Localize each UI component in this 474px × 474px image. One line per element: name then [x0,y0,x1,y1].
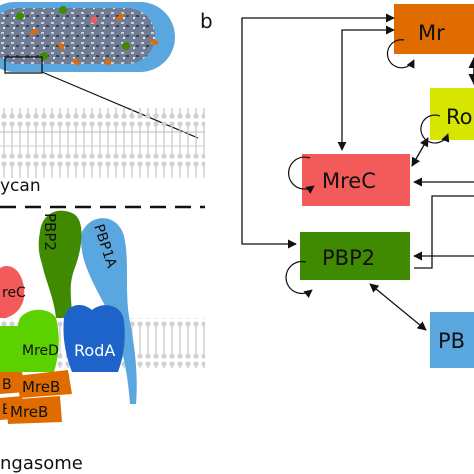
cell-membrane-top [0,108,205,178]
protein-roda: RodA [63,304,125,372]
mreb-label-a: B [2,377,12,393]
mreb-label-c: B [2,402,12,418]
mreb-label-b: MreB [22,378,60,396]
node-mrec-label: MreC [322,169,376,193]
node-pbp: PB [430,312,474,368]
roda-label: RodA [74,341,115,360]
mred-label: MreD [22,343,59,359]
mreb-label-d: MreB [10,403,48,421]
protein-pbp2: PBP2 [38,210,82,318]
edge-pbp2-pbp [369,283,427,331]
node-rod-label: Ro [446,105,473,129]
node-mre-top-label: Mr [418,21,445,45]
node-pbp2-label: PBP2 [322,246,375,270]
edge-right-pbp2-path [414,195,474,269]
panel-b: b Mr Ro MreC PBP2 PB [200,4,474,368]
pbp2-label: PBP2 [41,213,59,251]
edge-mre-pbp2 [241,13,395,249]
node-mrec: MreC [302,154,410,206]
mrec-label: reC [2,285,26,301]
peptidoglycan-label: ycan [0,176,41,196]
self-loop-rod [420,114,450,144]
edge-mre-mrec [337,25,395,151]
node-rod: Ro [430,88,474,140]
panel-b-label: b [200,9,213,33]
elongasome-label: ngasome [0,453,83,474]
edge-rod-mrec [411,137,429,167]
zoom-box [4,56,43,74]
protein-mrec: reC [0,266,26,318]
node-pbp-label: PB [438,329,465,353]
mreb-filaments: B MreB B MreB [0,370,72,424]
node-pbp2: PBP2 [300,232,410,280]
bacterial-cell [0,2,175,74]
panel-a: ycan PBP1A PBP2 reC RodA [0,2,205,474]
node-mre-top: Mr [394,4,474,54]
protein-mred: MreD [0,309,59,372]
self-loop-pbp2 [285,260,313,298]
